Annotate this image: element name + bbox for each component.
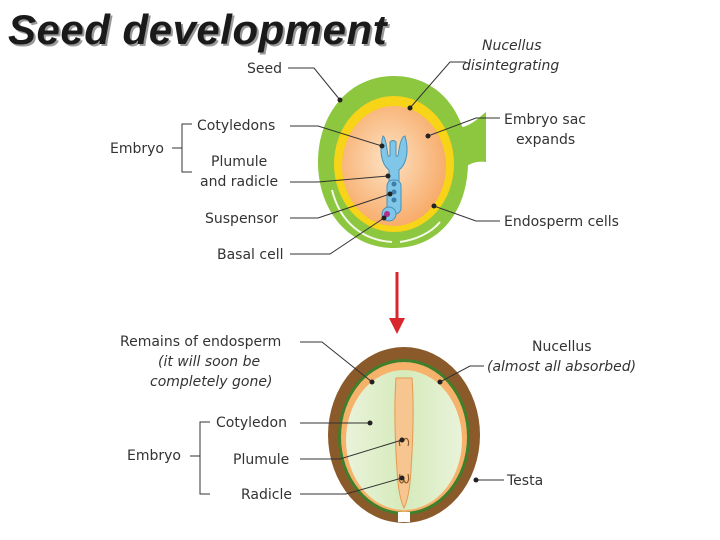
label-endosperm-cells: Endosperm cells [504,214,619,230]
embryo-bracket-top [172,123,192,173]
mature-seed: Remains of endosperm (it will soon be co… [120,334,636,523]
down-arrow-icon [389,272,405,334]
label-nucellus-2: disintegrating [462,58,559,74]
micropyle [398,512,410,522]
label-embryo-bottom: Embryo [127,448,181,464]
label-embryo-sac-1: Embryo sac [504,112,586,128]
leader-embryo-sac [427,117,500,137]
developing-seed: Seed Nucellus disintegrating Embryo Coty… [110,38,619,263]
label-nucellus-1: Nucellus [482,38,542,54]
leader-dot [437,379,443,385]
leader-cotyledons [290,125,383,147]
leader-dot [385,173,391,179]
leader-dot [387,191,393,197]
leader-dot [381,215,387,221]
label-remains-1: Remains of endosperm [120,334,281,350]
label-remains-2: (it will soon be [158,354,260,370]
suspensor-cell [391,181,397,187]
leader-dot [369,379,375,385]
suspensor-cell [391,189,397,195]
embryo-top [380,135,408,222]
leader-nucellus [409,61,466,109]
leader-dot [337,97,343,103]
leader-endosperm-cells [433,205,500,222]
label-embryo-top: Embryo [110,141,164,157]
leader-plumule [290,175,389,183]
leader-suspensor [290,193,391,219]
label-radicle: Radicle [241,487,292,503]
label-suspensor: Suspensor [205,211,278,227]
label-cotyledons: Cotyledons [197,118,275,134]
label-nucellus-bottom-2: (almost all absorbed) [487,359,636,375]
basal-cell-nucleus [384,211,390,217]
suspensor-cell [391,197,397,203]
leader-dot [367,420,373,426]
leader-radicle [300,477,403,495]
leader-seed [288,67,341,101]
label-plumule: Plumule [233,452,289,468]
label-basal-cell: Basal cell [217,247,284,263]
embryo-bracket-bottom [190,421,210,495]
page-title: Seed development [8,6,388,53]
label-testa: Testa [506,473,543,489]
leader-nucellus-bottom [439,365,484,383]
label-plumule-2: and radicle [200,174,278,190]
label-nucellus-bottom-1: Nucellus [532,339,592,355]
leader-dot [473,477,479,483]
seed-coat-inner-line [331,189,393,243]
leader-dot [379,143,385,149]
leader-basal-cell [290,217,385,255]
leader-dot [399,437,405,443]
seed-coat-inner-line-right [399,221,441,243]
leader-remains [300,341,373,383]
label-seed: Seed [247,61,282,77]
leader-dot [399,475,405,481]
label-cotyledon: Cotyledon [216,415,287,431]
leader-dot [407,105,413,111]
leader-plumule-bottom [300,439,403,460]
radicle-shape [398,473,410,484]
label-remains-3: completely gone) [150,374,272,390]
label-embryo-sac-2: expands [516,132,575,148]
label-plumule-1: Plumule [211,154,267,170]
leader-dot [425,133,431,139]
cotyledons-shape [380,135,408,183]
leader-dot [431,203,437,209]
